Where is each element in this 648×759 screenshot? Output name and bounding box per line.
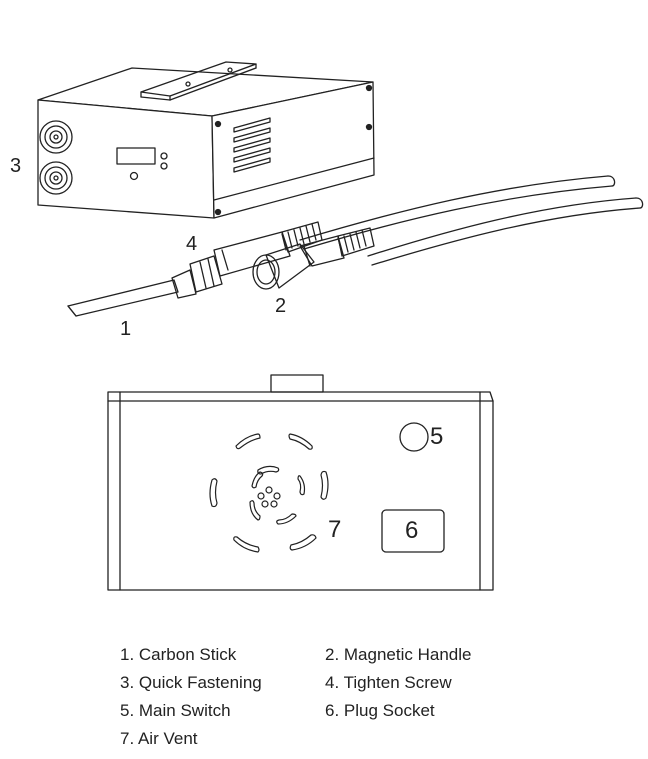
callout-5: 5 (430, 423, 444, 450)
callout-4: 4 (186, 233, 198, 255)
legend-item-magnetic-handle: 2. Magnetic Handle (325, 645, 472, 664)
torch-assembly (67, 221, 323, 317)
legend-item-main-switch: 5. Main Switch (120, 701, 231, 720)
air-vent (209, 433, 329, 553)
display-window (116, 147, 156, 165)
legend-item-carbon-stick: 1. Carbon Stick (120, 645, 237, 664)
front-panel-view (107, 374, 494, 591)
callout-7: 7 (328, 516, 342, 543)
cables (299, 175, 644, 266)
callout-3: 3 (10, 155, 22, 177)
magnetic-handle (252, 227, 375, 290)
legend-item-quick-fastening: 3. Quick Fastening (120, 673, 262, 692)
side-vent-slots (233, 117, 271, 173)
callout-1: 1 (120, 318, 132, 340)
legend-item-plug-socket: 6. Plug Socket (325, 701, 435, 720)
callout-2: 2 (275, 295, 287, 317)
callout-6: 6 (405, 517, 419, 544)
welding-box-perspective (37, 61, 375, 219)
legend-item-tighten-screw: 4. Tighten Screw (325, 673, 452, 692)
quick-fastening-connectors (39, 120, 73, 195)
main-switch (399, 422, 429, 452)
legend-item-air-vent: 7. Air Vent (120, 729, 198, 748)
plug-socket (381, 509, 445, 553)
